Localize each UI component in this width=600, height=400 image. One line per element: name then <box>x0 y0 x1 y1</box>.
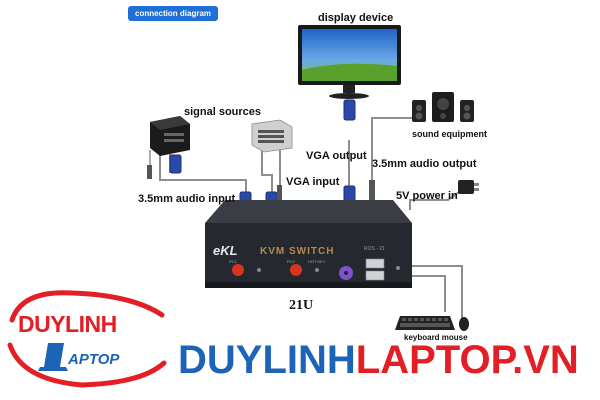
pc1-button <box>232 264 244 276</box>
label-signal-sources: signal sources <box>184 106 262 118</box>
keyboard-cable <box>412 275 446 312</box>
vga-plug-kvm-out <box>343 185 356 203</box>
speakers-icon <box>412 92 474 122</box>
site-watermark: DUYLINHLAPTOP.VN <box>178 340 579 380</box>
label-audio-input: 3.5mm audio input <box>138 193 236 205</box>
usb-port-2 <box>365 270 385 281</box>
label-sound-equipment: sound equipment <box>412 129 487 139</box>
pc2-button <box>290 264 302 276</box>
logo-text-aptop: APTOP <box>68 351 120 368</box>
label-vga-input: VGA input <box>286 176 340 188</box>
label-power-in: 5V power in <box>396 190 458 202</box>
audio-plug-server2 <box>277 185 282 201</box>
btn-label-pc2: PC2 <box>287 259 295 264</box>
audio-plug-out <box>369 180 375 200</box>
kvm-switch-device <box>205 200 412 288</box>
site-part1: DUYLINH <box>178 338 356 382</box>
logo-text-duylinh: DUYLINH <box>18 311 117 337</box>
device-logo: eKL <box>213 243 238 258</box>
server-tower-icon <box>150 116 190 156</box>
audio-plugs <box>147 165 375 201</box>
label-display-device: display device <box>318 12 394 24</box>
btn-label-hotkey: HOT KEY <box>308 259 326 264</box>
duylinh-logo <box>7 290 167 388</box>
power-cable <box>409 189 463 210</box>
mouse-icon <box>459 317 469 331</box>
laptop-icon <box>44 343 64 367</box>
audio-output-cable <box>371 117 412 208</box>
site-part2: LAPTOP.VN <box>355 338 579 382</box>
btn-label-pc1: PC1 <box>229 259 237 264</box>
label-model: 21U <box>289 298 314 313</box>
label-keyboard-mouse: keyboard mouse <box>404 333 468 342</box>
device-model-small: ROS - 21 <box>364 246 385 252</box>
server1-vga-cable <box>159 150 247 200</box>
mouse-cable <box>412 265 463 320</box>
server2-vga-cable <box>261 150 273 200</box>
connection-diagram-badge: connection diagram <box>128 6 219 21</box>
label-vga-output: VGA output <box>306 150 367 162</box>
server-rack-icon <box>251 119 293 153</box>
vga-plug-monitor <box>343 99 356 121</box>
usb-port-1 <box>365 258 385 269</box>
device-name: KVM SWITCH <box>260 246 335 257</box>
monitor-icon <box>298 25 401 99</box>
keyboard-icon <box>395 316 455 330</box>
audio-plug-server1 <box>147 165 152 179</box>
power-adapter-icon <box>458 180 479 194</box>
label-audio-output: 3.5mm audio output <box>372 158 477 170</box>
vga-plug-server1 <box>169 154 182 174</box>
cables <box>149 100 463 320</box>
